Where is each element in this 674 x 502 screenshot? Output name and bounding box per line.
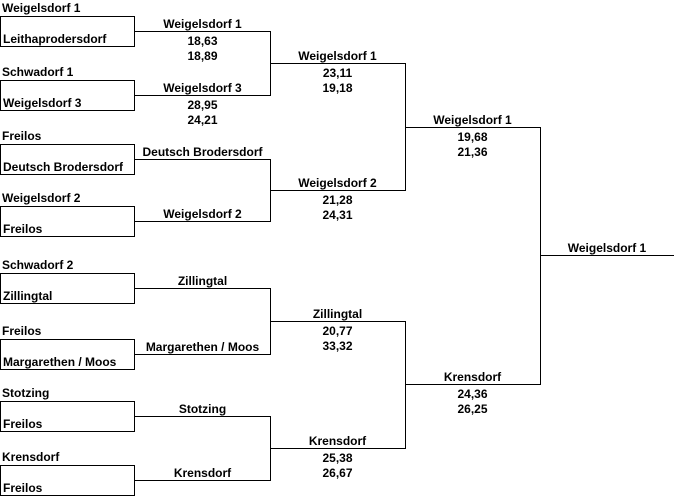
r1-match5-box <box>0 273 135 304</box>
qf2-winner-line <box>270 190 405 191</box>
r1-match2-score2: 24,21 <box>187 113 218 127</box>
sf1-score1: 19,68 <box>457 130 488 144</box>
r1-match1-connector-line <box>135 31 270 32</box>
r1-match3-team1-label: Freilos <box>2 129 42 143</box>
sf1-winner-line <box>405 127 540 128</box>
r1-match8-team2-label: Freilos <box>3 481 43 495</box>
r1-match2-connector-line <box>135 95 270 96</box>
r1-match8-winner-label: Krensdorf <box>173 466 232 480</box>
sf1-winner-label: Weigelsdorf 1 <box>433 113 512 127</box>
r1-match3-box <box>0 144 135 175</box>
r1-match3-winner-label: Deutsch Brodersdorf <box>142 145 263 159</box>
qf3-winner-line <box>270 321 405 322</box>
r1-match4-team1-label: Weigelsdorf 2 <box>2 191 81 205</box>
qf1-score1: 23,11 <box>322 66 353 80</box>
r1-match4-team2-label: Freilos <box>3 222 43 236</box>
r1-match1-box <box>0 16 135 47</box>
final-bracket-line <box>540 127 541 385</box>
qf2-winner-label: Weigelsdorf 2 <box>298 176 377 190</box>
r1-match4-winner-label: Weigelsdorf 2 <box>163 207 242 221</box>
r1-match7-box <box>0 401 135 432</box>
champion-label: Weigelsdorf 1 <box>567 241 647 255</box>
r1-match1-team2-label: Leithaprodersdorf <box>3 32 107 46</box>
r1-match6-team1-label: Freilos <box>2 324 42 338</box>
sf2-winner-line <box>405 384 540 385</box>
r1-match6-box <box>0 339 135 370</box>
r1-match5-winner-label: Zillingtal <box>177 274 228 288</box>
r1-match7-winner-label: Stotzing <box>178 402 227 416</box>
qf4-score2: 26,67 <box>322 466 353 480</box>
qf4-winner-label: Krensdorf <box>308 434 367 448</box>
r1-match8-connector-line <box>135 480 270 481</box>
r1-match2-box <box>0 80 135 111</box>
qf3-score1: 20,77 <box>322 324 353 338</box>
qf4-score1: 25,38 <box>322 451 353 465</box>
sf2-winner-label: Krensdorf <box>443 370 502 384</box>
sf1-score2: 21,36 <box>457 145 488 159</box>
r1-match3-team2-label: Deutsch Brodersdorf <box>3 160 124 174</box>
r1-match4-connector-line <box>135 221 270 222</box>
r1-match5-team1-label: Schwadorf 2 <box>2 258 74 272</box>
qf2-score1: 21,28 <box>322 193 353 207</box>
r1-match6-winner-label: Margarethen / Moos <box>145 340 260 354</box>
sf2-score2: 26,25 <box>457 402 488 416</box>
r1-match8-team1-label: Krensdorf <box>2 450 60 464</box>
qf1-score2: 19,18 <box>322 81 353 95</box>
r1-match3-connector-line <box>135 159 270 160</box>
qf2-score2: 24,31 <box>322 208 353 222</box>
r1-match6-team2-label: Margarethen / Moos <box>3 355 117 369</box>
r1-match5-connector-line <box>135 288 270 289</box>
r1-match6-connector-line <box>135 354 270 355</box>
r1-match5-team2-label: Zillingtal <box>3 289 53 303</box>
r1-match7-team2-label: Freilos <box>3 417 43 431</box>
sf2-score1: 24,36 <box>457 387 488 401</box>
r1-match7-team1-label: Stotzing <box>2 386 50 400</box>
qf3-score2: 33,32 <box>322 339 353 353</box>
r1-match2-score1: 28,95 <box>187 98 218 112</box>
sf2-bracket-line <box>405 321 406 449</box>
r1-match1-winner-label: Weigelsdorf 1 <box>163 17 242 31</box>
qf3-winner-label: Zillingtal <box>312 307 363 321</box>
qf1-winner-line <box>270 63 405 64</box>
r1-match1-team1-label: Weigelsdorf 1 <box>2 1 81 15</box>
r1-match2-team1-label: Schwadorf 1 <box>2 65 74 79</box>
final-winner-line <box>540 255 674 256</box>
r1-match1-score1: 18,63 <box>187 34 218 48</box>
r1-match2-winner-label: Weigelsdorf 3 <box>163 81 242 95</box>
r1-match8-box <box>0 465 135 496</box>
r1-match1-score2: 18,89 <box>187 49 218 63</box>
r1-match7-connector-line <box>135 416 270 417</box>
qf1-winner-label: Weigelsdorf 1 <box>298 49 377 63</box>
qf4-winner-line <box>270 448 405 449</box>
r1-match4-box <box>0 206 135 237</box>
r1-match2-team2-label: Weigelsdorf 3 <box>3 96 82 110</box>
